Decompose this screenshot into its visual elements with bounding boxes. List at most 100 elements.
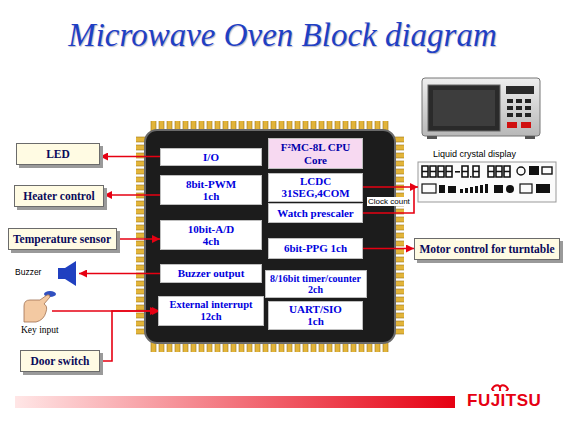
node-text: Temperature sensor [13,233,111,246]
microwave-oven-picture [516,99,522,103]
peripheral-box: Door switch [20,350,100,372]
microwave-oven-picture [525,136,535,139]
cpu-core-box: F²MC-8L CPU Core [268,138,363,169]
diagram-title: Microwave Oven Block diagram [0,16,565,56]
lcd-caption: Liquid crystal display [432,149,517,159]
lcd-picture [439,185,445,193]
lcd-picture [438,166,444,177]
buzzer-symbol [58,261,76,286]
lcd-picture [446,166,452,177]
lcd-picture [475,186,478,193]
lcd-picture [473,166,479,177]
lcd-picture [460,189,463,193]
lcd-picture [517,167,525,175]
node-text: Motor control for turntable [419,243,554,256]
company-logo: FUJITSU [466,391,542,411]
lcd-picture [418,162,556,202]
microwave-oven-picture [521,122,531,128]
module-box: External interrupt 12ch [158,296,264,326]
peripheral-box: Motor control for turntable [414,238,560,260]
node-text: External interrupt 12ch [163,299,259,322]
buzzer-label: Buzzer [14,268,42,278]
lcd-picture [488,166,494,177]
node-text: Watch prescaler [277,207,353,219]
microwave-oven-picture [516,113,522,117]
lcd-picture [506,185,514,193]
lcd-picture [480,185,483,193]
microwave-oven-picture [525,113,531,117]
node-text: 6bit-PPG 1ch [284,242,347,254]
microwave-oven-picture [507,99,513,103]
signal-wire [79,273,160,275]
lcd-picture [422,184,436,193]
node-text: LED [46,148,70,161]
node-text: LCDC 31SEG,4COM [278,175,353,199]
signal-arrow [363,248,414,250]
lcd-picture [494,185,503,193]
microwave-oven-picture [433,90,495,126]
signal-arrow [104,194,160,196]
microwave-oven-picture [525,106,531,110]
buzzer-symbol [65,261,76,286]
module-box: 8/16bit timer/counter 2ch [265,270,367,298]
buzzer-symbol [58,268,65,279]
node-text: Door switch [31,355,90,368]
lcd-picture [418,162,556,202]
microwave-oven-picture [428,85,500,131]
module-box: 10bit-A/D 4ch [160,220,262,250]
lcd-picture [470,187,473,193]
lcd-picture [422,166,428,177]
microwave-oven-picture [422,78,540,139]
lcd-picture [470,176,472,178]
key-label: Key input [20,325,60,336]
microwave-oven-picture [516,106,522,110]
lcd-picture [536,184,550,193]
lcd-picture [496,166,502,177]
lcd-picture [430,166,436,177]
signal-arrow [100,311,158,361]
finger-key-picture [24,295,50,322]
lcd-picture [465,188,468,193]
module-box: I/O [160,148,262,166]
microwave-oven-picture [427,136,437,139]
chip-package [136,121,404,352]
module-box: Buzzer output [160,264,262,283]
lcd-picture [448,186,456,193]
node-text: 8/16bit timer/counter 2ch [270,273,362,295]
module-box: Watch prescaler [268,203,363,223]
node-text: F²MC-8L CPU Core [277,141,355,165]
lcd-picture [485,184,488,193]
lcd-picture [520,184,532,193]
clock-label: Clock count [367,197,411,206]
footer-bar [15,396,455,408]
module-box: LCDC 31SEG,4COM [268,173,363,202]
microwave-oven-picture [507,122,517,128]
peripheral-box: LED [16,143,100,165]
node-text: Heater control [23,190,94,203]
signal-arrow [100,156,160,158]
microwave-oven-picture [507,113,513,117]
module-box: 6bit-PPG 1ch [268,238,363,259]
peripheral-box: Heater control [14,185,104,207]
lcd-picture [455,171,460,173]
signal-arrow [117,238,161,240]
microwave-oven-picture [422,78,540,136]
node-text: 8bit-PWM 1ch [180,178,242,202]
module-box: 8bit-PWM 1ch [160,175,262,205]
lcd-picture [504,166,510,177]
footer-bar [15,385,508,408]
lcd-picture [529,166,539,175]
module-box: UART/SIO 1ch [268,301,363,330]
signal-wire [363,186,418,188]
chip-package [145,130,395,343]
microwave-oven-picture [507,106,513,110]
node-text: I/O [203,151,219,163]
node-text: Buzzer output [178,267,245,279]
node-text: 10bit-A/D 4ch [180,223,242,247]
finger-key-picture [24,291,56,322]
microwave-oven-picture [525,99,531,103]
lcd-picture [462,166,468,177]
peripheral-box: Temperature sensor [8,228,117,250]
microwave-oven-picture [506,86,534,94]
